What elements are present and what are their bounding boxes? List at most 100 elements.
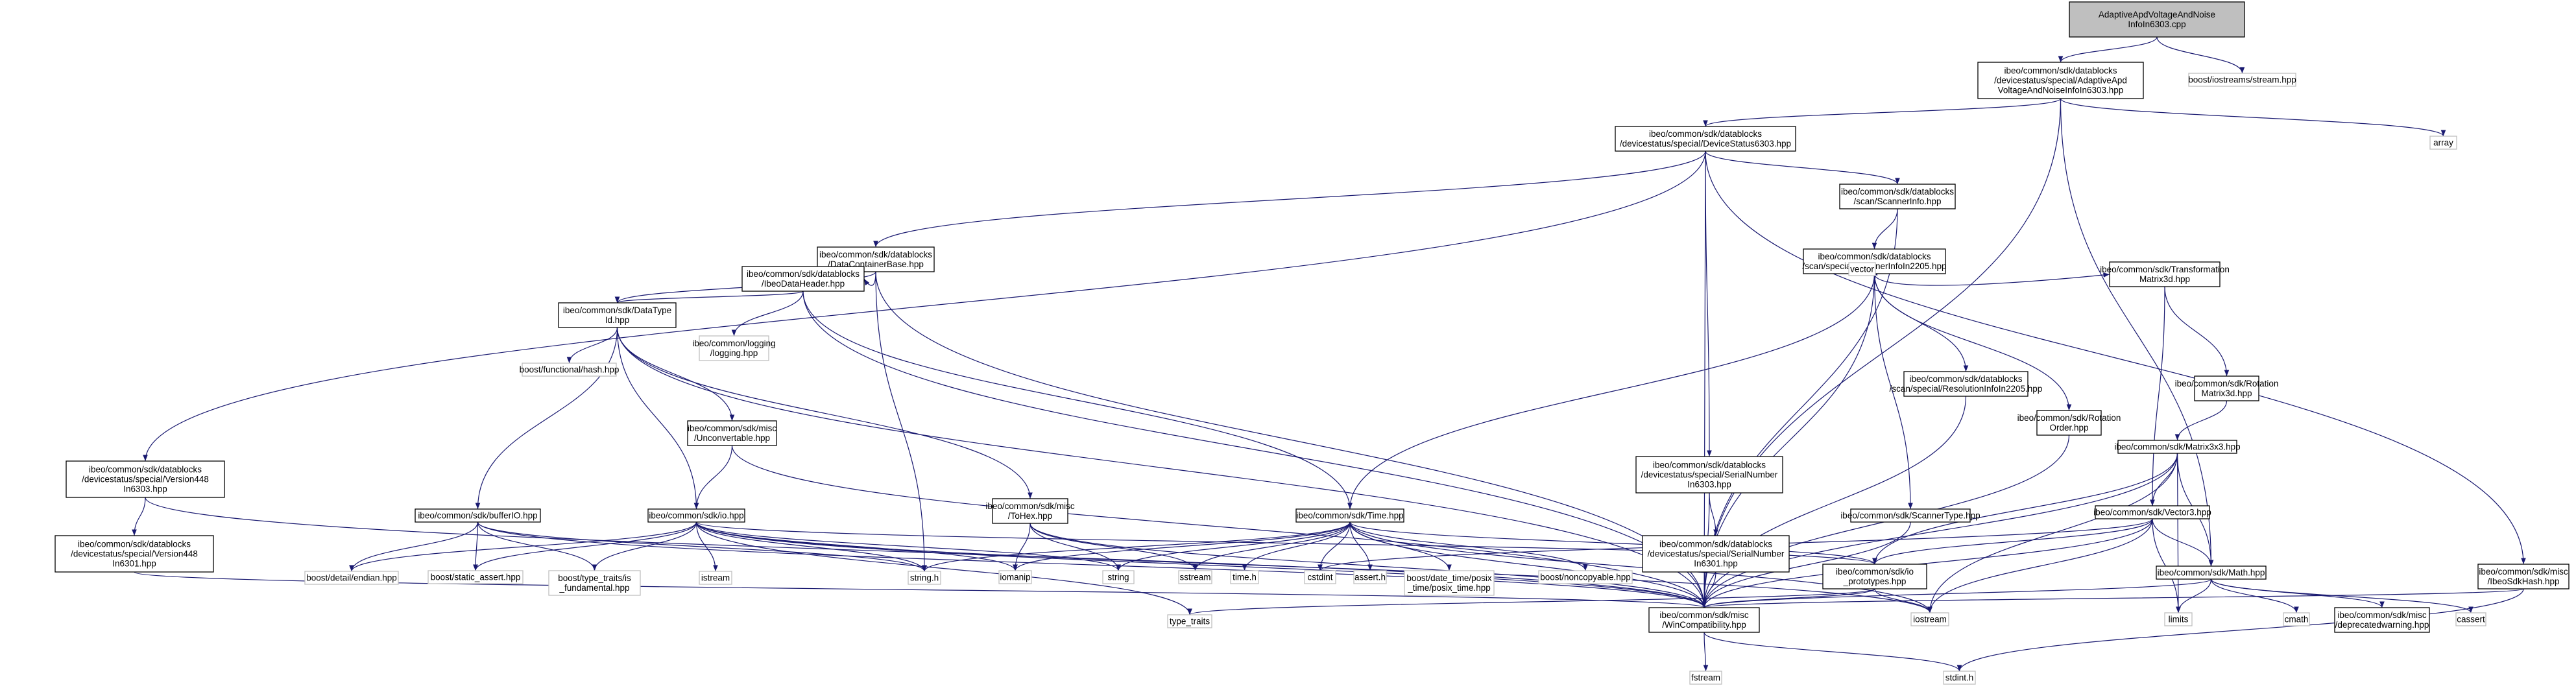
node-label-line: ibeo/common/sdk/Math.hpp: [2158, 568, 2265, 578]
node-resinfo[interactable]: ibeo/common/sdk/datablocks/scan/special/…: [1890, 371, 2043, 397]
node-box: [1648, 607, 1760, 633]
node-transmat[interactable]: ibeo/common/sdk/TransformationMatrix3d.h…: [2100, 261, 2230, 287]
node-ibeoheader[interactable]: ibeo/common/sdk/datablocks/IbeoDataHeade…: [741, 266, 865, 292]
node-posixtime[interactable]: boost/date_time/posix_time/posix_time.hp…: [1404, 570, 1495, 596]
edge-scaninfo2205-to-transmat: [1873, 272, 2110, 286]
node-scannertype[interactable]: ibeo/common/sdk/ScannerType.hpp: [1840, 508, 1980, 523]
node-string[interactable]: string: [1102, 570, 1135, 584]
node-iostream[interactable]: iostream: [1910, 612, 1949, 626]
node-version448_6303[interactable]: ibeo/common/sdk/datablocks/devicestatus/…: [66, 460, 225, 498]
node-label-line: _fundamental.hpp: [559, 583, 629, 593]
edge-wincompat-to-stdinth: [1703, 632, 1962, 672]
node-label-line: /devicestatus/special/SerialNumber: [1648, 549, 1785, 559]
node-box: [1943, 671, 1976, 685]
edge-io-to-istream: [695, 521, 718, 572]
node-label-line: /deprecatedwarning.hpp: [2335, 620, 2429, 630]
node-io[interactable]: ibeo/common/sdk/io.hpp: [647, 508, 745, 523]
node-stdinth[interactable]: stdint.h: [1943, 671, 1976, 685]
node-label-line: ibeo/common/sdk/Rotation: [2175, 379, 2279, 388]
node-boost_iostreams[interactable]: boost/iostreams/stream.hpp: [2188, 73, 2296, 87]
edge-devstat6303-to-dcbase: [873, 150, 1706, 248]
node-version448_6301[interactable]: ibeo/common/sdk/datablocks/devicestatus/…: [54, 535, 214, 573]
node-tohex[interactable]: ibeo/common/sdk/misc/ToHex.hpp: [985, 498, 1075, 524]
node-label-line: ibeo/common/sdk/bufferIO.hpp: [418, 511, 537, 521]
node-sdkhash[interactable]: ibeo/common/sdk/misc/IbeoSdkHash.hpp: [2477, 564, 2570, 589]
node-vector3[interactable]: ibeo/common/sdk/Vector3.hpp: [2093, 505, 2211, 519]
node-label-line: boost/noncopyable.hpp: [1540, 573, 1631, 582]
node-label-line: vector: [1850, 265, 1874, 274]
node-label-line: In6301.hpp: [112, 559, 156, 569]
node-label-line: ibeo/common/sdk/datablocks: [1909, 374, 2022, 384]
edge-math-to-deprecated: [2210, 578, 2385, 608]
edge-devstat6303-to-sdkhash: [1705, 150, 2526, 565]
node-box: [2036, 410, 2102, 436]
node-label-line: istream: [701, 573, 730, 583]
edge-io-to-type_traits: [695, 521, 1192, 615]
node-serial6303[interactable]: ibeo/common/sdk/datablocks/devicestatus/…: [1635, 456, 1783, 494]
node-label-line: string: [1107, 573, 1129, 582]
node-scannerinfo[interactable]: ibeo/common/sdk/datablocks/scan/ScannerI…: [1839, 184, 1956, 209]
node-wincompat[interactable]: ibeo/common/sdk/misc/WinCompatibility.hp…: [1648, 607, 1760, 633]
node-endian[interactable]: boost/detail/endian.hpp: [304, 571, 399, 585]
node-serial6301[interactable]: ibeo/common/sdk/datablocks/devicestatus/…: [1642, 535, 1790, 573]
node-box: [687, 420, 777, 446]
edge-time-to-asserth: [1349, 521, 1373, 571]
node-label-line: assert.h: [1354, 573, 1386, 582]
node-logging[interactable]: ibeo/common/logging/logging.hpp: [692, 335, 776, 361]
node-label-line: VoltageAndNoiseInfoIn6303.hpp: [1998, 86, 2124, 95]
node-box: [2164, 612, 2193, 626]
node-funchash[interactable]: boost/functional/hash.hpp: [520, 363, 620, 377]
node-typetraits_is[interactable]: boost/type_traits/is_fundamental.hpp: [548, 570, 641, 596]
node-box: [741, 266, 865, 292]
node-type_traits[interactable]: type_traits: [1167, 614, 1212, 628]
node-stringh[interactable]: string.h: [908, 571, 941, 585]
node-label-line: ibeo/common/sdk/misc: [2479, 567, 2568, 577]
edge-transmat-to-vector3: [2150, 286, 2165, 506]
node-fstream[interactable]: fstream: [1689, 671, 1722, 685]
node-devstat6303[interactable]: ibeo/common/sdk/datablocks/devicestatus/…: [1615, 126, 1796, 152]
node-ioproto[interactable]: ibeo/common/sdk/io_prototypes.hpp: [1822, 564, 1927, 589]
edge-io-to-stringh: [695, 521, 927, 572]
node-math[interactable]: ibeo/common/sdk/Math.hpp: [2156, 565, 2267, 580]
node-unconv[interactable]: ibeo/common/sdk/misc/Unconvertable.hpp: [687, 420, 777, 446]
node-istream[interactable]: istream: [699, 571, 732, 585]
edge-time-to-stringh: [922, 521, 1351, 572]
edge-scaninfo2205-to-rotorder: [1873, 273, 2072, 411]
node-label-line: ibeo/common/sdk/misc: [688, 423, 777, 433]
node-adaptive_hpp[interactable]: ibeo/common/sdk/datablocks/devicestatus/…: [1977, 62, 2144, 99]
node-label-line: ibeo/common/sdk/Transformation: [2100, 265, 2230, 274]
node-matrix3x3[interactable]: ibeo/common/sdk/Matrix3x3.hpp: [2114, 440, 2241, 454]
node-buffero[interactable]: ibeo/common/sdk/bufferIO.hpp: [415, 508, 541, 523]
node-cassert[interactable]: cassert: [2455, 612, 2486, 626]
node-staticassert[interactable]: boost/static_assert.hpp: [427, 570, 524, 584]
edge-math-to-cassert: [2210, 578, 2474, 613]
edge-devstat6303-to-scannerinfo: [1705, 150, 1900, 185]
node-box: [1848, 262, 1876, 276]
node-sstream[interactable]: sstream: [1178, 570, 1212, 584]
edge-io-to-typetraits_is: [592, 521, 697, 571]
node-asserth[interactable]: assert.h: [1353, 570, 1387, 584]
edge-math-to-wincompat: [1702, 578, 2212, 608]
node-noncopyable[interactable]: boost/noncopyable.hpp: [1538, 570, 1633, 584]
edge-io-to-iostream: [695, 521, 1932, 613]
node-box: [1102, 570, 1135, 584]
node-array[interactable]: array: [2429, 136, 2457, 150]
node-iomanip[interactable]: iomanip: [998, 570, 1032, 584]
node-box: [1615, 126, 1796, 152]
node-deprecated[interactable]: ibeo/common/sdk/misc/deprecatedwarning.h…: [2334, 607, 2430, 633]
edge-transmat-to-rotmat: [2164, 286, 2230, 377]
node-label-line: /devicestatus/special/AdaptiveApd: [1994, 76, 2127, 86]
node-box: [2455, 612, 2486, 626]
node-box: [522, 363, 617, 377]
node-cstdint[interactable]: cstdint: [1304, 570, 1336, 584]
node-time[interactable]: ibeo/common/sdk/Time.hpp: [1295, 508, 1404, 523]
edge-datatypeid-to-buffero: [475, 327, 618, 510]
node-vector[interactable]: vector: [1848, 262, 1876, 276]
node-cmath[interactable]: cmath: [2283, 612, 2310, 626]
node-timeh[interactable]: time.h: [1230, 570, 1259, 584]
node-limits[interactable]: limits: [2164, 612, 2193, 626]
